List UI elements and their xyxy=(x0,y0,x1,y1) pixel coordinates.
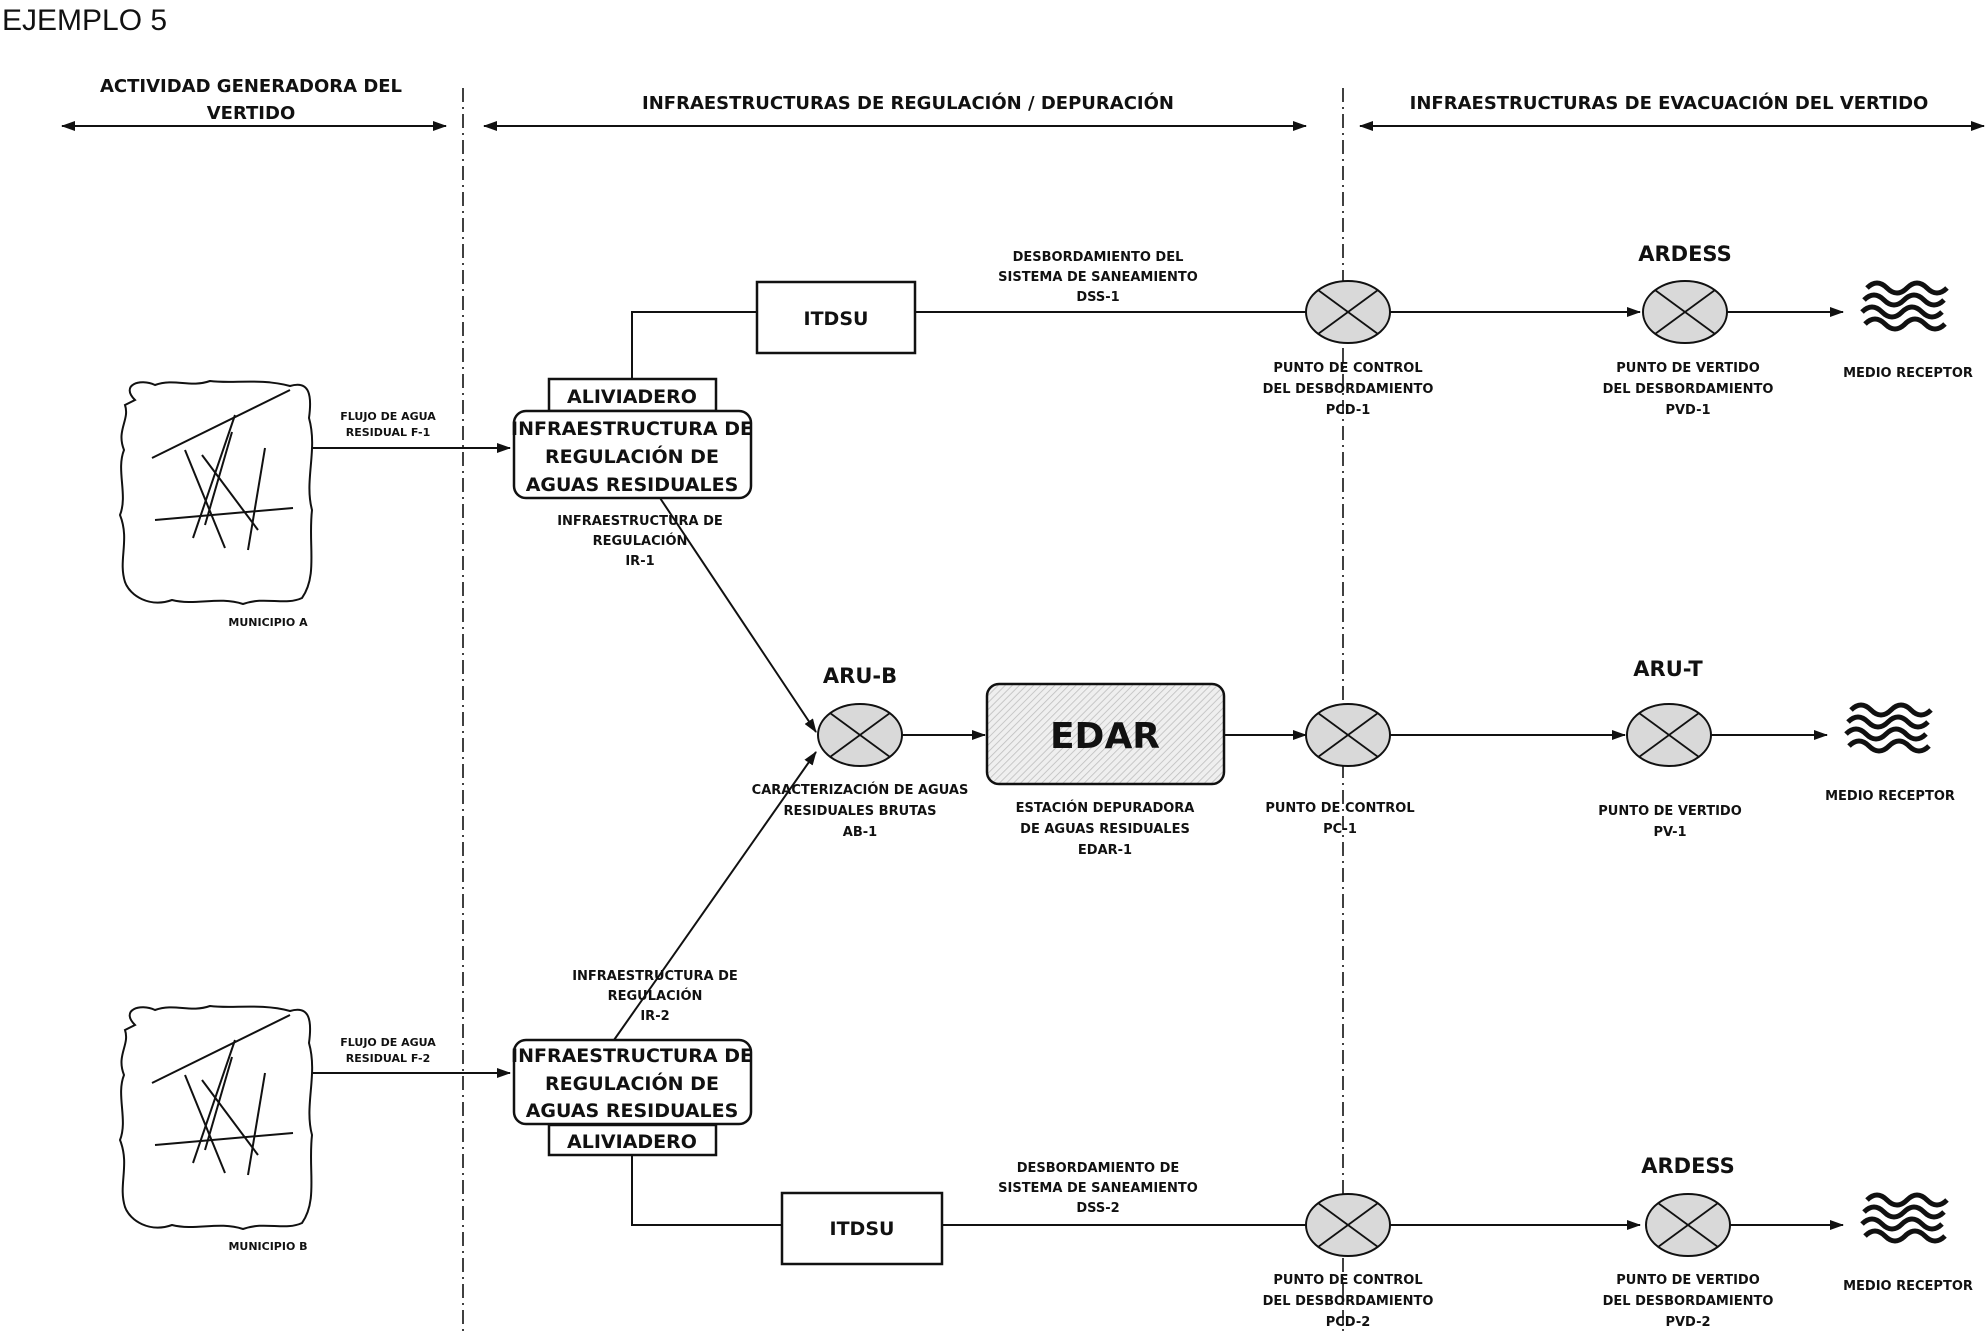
water-waves-icon xyxy=(1860,280,1949,332)
ir2-label-1: INFRAESTRUCTURA DE xyxy=(572,969,738,984)
pvd2-desc-1: PUNTO DE VERTIDO xyxy=(1616,1273,1760,1288)
medio-receptor-middle-label: MEDIO RECEPTOR xyxy=(1825,789,1955,804)
pvd2-desc-2: DEL DESBORDAMIENTO xyxy=(1603,1294,1774,1309)
water-waves-icon xyxy=(1844,702,1933,754)
infra-regulacion-bottom-line-2: REGULACIÓN DE xyxy=(545,1071,719,1095)
dss2-label-2: SISTEMA DE SANEAMIENTO xyxy=(998,1181,1198,1196)
municipio-b-shape xyxy=(118,1004,314,1231)
flow-ir1-to-arub xyxy=(659,497,817,733)
pvd2-valve xyxy=(1645,1193,1731,1257)
zone-generadora-label-1: ACTIVIDAD GENERADORA DEL xyxy=(100,76,402,97)
flow-f1-label-1: FLUJO DE AGUA xyxy=(340,410,436,423)
dss2-label-1: DESBORDAMIENTO DE xyxy=(1017,1161,1180,1176)
medio-receptor-bottom-label: MEDIO RECEPTOR xyxy=(1843,1279,1973,1294)
pvd1-valve xyxy=(1642,280,1728,344)
edar-desc-2: DE AGUAS RESIDUALES xyxy=(1020,822,1190,837)
infra-regulacion-top-line-3: AGUAS RESIDUALES xyxy=(526,474,739,496)
zone-evacuacion-label: INFRAESTRUCTURAS DE EVACUACIÓN DEL VERTI… xyxy=(1410,92,1929,114)
pvd1-desc-3: PVD-1 xyxy=(1665,403,1710,418)
water-waves-icon xyxy=(1860,1192,1949,1244)
dss1-label-3: DSS-1 xyxy=(1076,290,1119,305)
pcd2-desc-2: DEL DESBORDAMIENTO xyxy=(1263,1294,1434,1309)
arub-label: ARU-B xyxy=(823,664,897,688)
dss1-label-1: DESBORDAMIENTO DEL xyxy=(1013,250,1184,265)
pcd1-desc-3: PCD-1 xyxy=(1326,403,1371,418)
aliviadero-top-label: ALIVIADERO xyxy=(567,386,697,408)
pcd2-desc-1: PUNTO DE CONTROL xyxy=(1273,1273,1422,1288)
edar-desc-1: ESTACIÓN DEPURADORA xyxy=(1016,800,1195,816)
pv1-desc-2: PV-1 xyxy=(1653,825,1686,840)
overflow-top-connector xyxy=(631,311,757,379)
pvd2-desc-3: PVD-2 xyxy=(1665,1315,1710,1330)
itdsu-top-box xyxy=(755,280,917,355)
flow-ir2-to-arub xyxy=(613,751,817,1041)
arut-label: ARU-T xyxy=(1633,657,1703,681)
arub-desc-1: CARACTERIZACIÓN DE AGUAS xyxy=(752,782,969,798)
itdsu-bottom-label: ITDSU xyxy=(830,1218,895,1240)
medio-receptor-top-label: MEDIO RECEPTOR xyxy=(1843,366,1973,381)
pcd1-desc-1: PUNTO DE CONTROL xyxy=(1273,361,1422,376)
pcd2-desc-3: PCD-2 xyxy=(1326,1315,1371,1330)
flow-f2-label-2: RESIDUAL F-2 xyxy=(346,1052,430,1065)
infra-regulacion-top-line-1: INFRAESTRUCTURA DE xyxy=(511,418,753,440)
ardess-top-label: ARDESS xyxy=(1638,242,1732,266)
pvd1-desc-2: DEL DESBORDAMIENTO xyxy=(1603,382,1774,397)
municipio-b-label: MUNICIPIO B xyxy=(228,1240,307,1253)
ir2-label-3: IR-2 xyxy=(640,1009,669,1024)
ardess-bottom-label: ARDESS xyxy=(1641,1154,1735,1178)
pcd1-valve xyxy=(1305,280,1391,344)
flow-f1-label-2: RESIDUAL F-1 xyxy=(346,426,430,439)
pcd2-valve xyxy=(1305,1193,1391,1257)
flow-f2-label-1: FLUJO DE AGUA xyxy=(340,1036,436,1049)
aliviadero-bottom-box xyxy=(547,1123,718,1157)
arub-desc-3: AB-1 xyxy=(843,825,877,840)
edar-desc-3: EDAR-1 xyxy=(1078,843,1132,858)
ir1-label-1: INFRAESTRUCTURA DE xyxy=(557,514,723,529)
aliviadero-bottom-label: ALIVIADERO xyxy=(567,1131,697,1153)
page-title: EJEMPLO 5 xyxy=(2,4,167,37)
dss2-label-3: DSS-2 xyxy=(1076,1201,1119,1216)
pvd1-desc-1: PUNTO DE VERTIDO xyxy=(1616,361,1760,376)
overflow-bottom-connector xyxy=(631,1155,782,1226)
municipio-a-label: MUNICIPIO A xyxy=(228,616,308,629)
itdsu-top-label: ITDSU xyxy=(804,308,869,330)
ir1-label-2: REGULACIÓN xyxy=(593,533,688,549)
municipio-a-shape xyxy=(118,379,314,606)
pv1-desc-1: PUNTO DE VERTIDO xyxy=(1598,804,1742,819)
infra-regulacion-bottom-line-3: AGUAS RESIDUALES xyxy=(526,1100,739,1122)
infra-regulacion-top-line-2: REGULACIÓN DE xyxy=(545,444,719,468)
arub-desc-2: RESIDUALES BRUTAS xyxy=(784,804,937,819)
arub-valve xyxy=(817,703,903,767)
zone-regulacion-label: INFRAESTRUCTURAS DE REGULACIÓN / DEPURAC… xyxy=(642,92,1174,114)
ir2-label-2: REGULACIÓN xyxy=(608,988,703,1004)
ir1-label-3: IR-1 xyxy=(625,554,654,569)
pc1-desc-1: PUNTO DE CONTROL xyxy=(1265,801,1414,816)
pc1-desc-2: PC-1 xyxy=(1323,822,1357,837)
zone-generadora-label-2: VERTIDO xyxy=(207,103,296,124)
itdsu-bottom-box xyxy=(780,1191,944,1266)
infra-regulacion-top-box xyxy=(512,409,753,500)
dss1-label-2: SISTEMA DE SANEAMIENTO xyxy=(998,270,1198,285)
pv1-valve xyxy=(1626,703,1712,767)
pcd1-desc-2: DEL DESBORDAMIENTO xyxy=(1263,382,1434,397)
edar-label: EDAR xyxy=(1050,716,1160,757)
infra-regulacion-bottom-line-1: INFRAESTRUCTURA DE xyxy=(511,1045,753,1067)
pc1-valve xyxy=(1305,703,1391,767)
